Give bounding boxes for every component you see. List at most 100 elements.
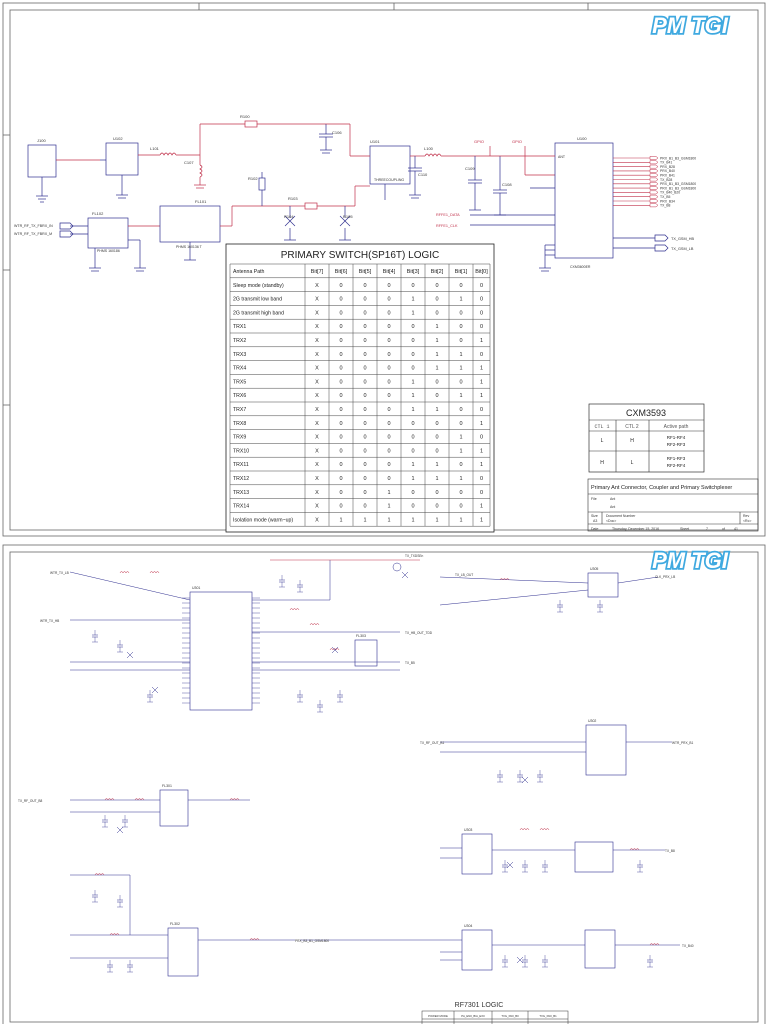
table-cell: 0 <box>363 352 366 358</box>
table-cell: TRX12 <box>233 476 249 482</box>
table-cell: 0 <box>435 421 438 427</box>
ic-u302 <box>585 724 627 776</box>
ic-u303 <box>461 833 614 875</box>
trx-net-label: PRX_B1_B3_GSM1800 <box>660 156 696 160</box>
trx-net-label: TX_B40_B20 <box>660 191 680 195</box>
table-cell: X <box>315 297 319 303</box>
table-cell: 0 <box>339 393 342 399</box>
table-cell: 0 <box>387 379 390 385</box>
table-cell: 1 <box>459 366 462 372</box>
table-cell: 1 <box>411 393 414 399</box>
table-cell: 0 <box>339 435 342 441</box>
table-cell: 0 <box>480 435 483 441</box>
net-tx-b5: TX_B5 <box>405 661 415 665</box>
inductor <box>249 938 260 941</box>
table-cell: 0 <box>435 490 438 496</box>
table-cell: 1 <box>363 517 366 523</box>
table-cell: X <box>315 490 319 496</box>
inductor <box>539 828 550 831</box>
gpio-label-2: GPIO <box>512 139 522 144</box>
title-block-docnum-value: <Doc> <box>606 519 616 523</box>
trx-net-label: PRX_B34 <box>660 199 675 203</box>
table-cell: 0 <box>459 338 462 344</box>
table-cell: 1 <box>459 297 462 303</box>
table-cell: 0 <box>435 310 438 316</box>
fl101-part: PHMS 160136 T <box>176 245 203 249</box>
table-header-cell: Bit[5] <box>359 269 372 275</box>
table-cell: 0 <box>459 379 462 385</box>
gpio-wires <box>489 146 555 176</box>
title-block-of-label: of <box>722 527 725 531</box>
trx-port-flag <box>649 160 659 165</box>
table-cell: TRX11 <box>233 462 249 468</box>
table-cell: 0 <box>339 310 342 316</box>
cxm-row1-ctl1: L <box>601 438 604 444</box>
table-cell: 0 <box>411 490 414 496</box>
table-cell: 0 <box>411 435 414 441</box>
fl302-label: FL302 <box>170 922 180 926</box>
cxm-row1-path2: RF2-RF3 <box>667 442 686 447</box>
table-cell: 1 <box>411 379 414 385</box>
sheet2-frame <box>2 544 766 1024</box>
table-cell: 0 <box>435 504 438 510</box>
u100-label: U100 <box>577 136 587 141</box>
table-cell: 0 <box>363 338 366 344</box>
sheet2-grounds <box>92 562 660 973</box>
table-cell: 0 <box>480 352 483 358</box>
table-cell: 1 <box>387 517 390 523</box>
table-cell: 1 <box>411 310 414 316</box>
fl102-label: FL102 <box>92 211 104 216</box>
cap-c106 <box>319 124 333 154</box>
r102-label: R102 <box>248 176 258 181</box>
title-block-file-value2: Ant <box>610 505 615 509</box>
net-tx-rf-out-b1: TX_RF_OUT_B1 <box>420 741 444 745</box>
table-cell: 0 <box>339 366 342 372</box>
table-cell: X <box>315 448 319 454</box>
table-cell: 1 <box>459 476 462 482</box>
u101-part: THREECOUPLING <box>374 178 404 182</box>
cxm-row2-ctl1: H <box>600 460 604 466</box>
table-cell: 0 <box>387 435 390 441</box>
rf7301-hdr-1: PA_EN0_BIA_EX0 <box>461 1014 485 1018</box>
table-cell: TRX10 <box>233 448 249 454</box>
rf7301-hdr-2: TXG_PA0_B0 <box>501 1014 519 1018</box>
table-cell: 0 <box>411 366 414 372</box>
c110-label: C110 <box>418 172 428 177</box>
table-cell: 0 <box>435 448 438 454</box>
table-cell: 0 <box>411 352 414 358</box>
variable-cap <box>401 571 409 579</box>
ic-u304 <box>461 929 616 971</box>
table-cell: 0 <box>480 324 483 330</box>
inductor <box>119 571 130 574</box>
cxm-header-ctl1: CTL 1 <box>594 424 609 430</box>
table-cell: 1 <box>435 324 438 330</box>
trx-port-flag <box>649 186 659 190</box>
table-cell: 0 <box>480 490 483 496</box>
trx-pin-group: PRX_B1_B3_GSM1800TX_B41PRX_B28PRX_B40PRX… <box>613 156 696 208</box>
c106-label: C106 <box>332 130 342 135</box>
table-cell: 0 <box>339 462 342 468</box>
logo-sheet1: PM TGI <box>652 13 729 38</box>
trx-net-label: PRX_B1_B3_GSM1800 <box>660 182 696 186</box>
title-block-sheet-label: Sheet <box>680 527 689 531</box>
table-cell: X <box>315 379 319 385</box>
table-cell: 1 <box>480 448 483 454</box>
table-cell: 0 <box>459 283 462 289</box>
inductor <box>629 848 640 851</box>
table-cell: 0 <box>411 421 414 427</box>
title-block-file-value: Ant <box>610 497 615 501</box>
c108-label: C108 <box>502 182 512 187</box>
caps-c109-c108 <box>468 156 507 216</box>
table-cell: X <box>315 352 319 358</box>
inductor <box>309 623 320 626</box>
table-cell: 0 <box>411 504 414 510</box>
logo-sheet2: PM TGI <box>652 548 729 573</box>
trx-port-flag <box>649 194 659 199</box>
net-tx-hb-out-tdd: TX_HB_OUT_TDD <box>405 631 433 635</box>
table-cell: 1 <box>387 504 390 510</box>
table-cell: 0 <box>387 366 390 372</box>
trx-port-flag <box>649 190 659 195</box>
title-block-file-label: File <box>591 497 597 501</box>
trx-net-label: TX_B41 <box>660 161 672 165</box>
